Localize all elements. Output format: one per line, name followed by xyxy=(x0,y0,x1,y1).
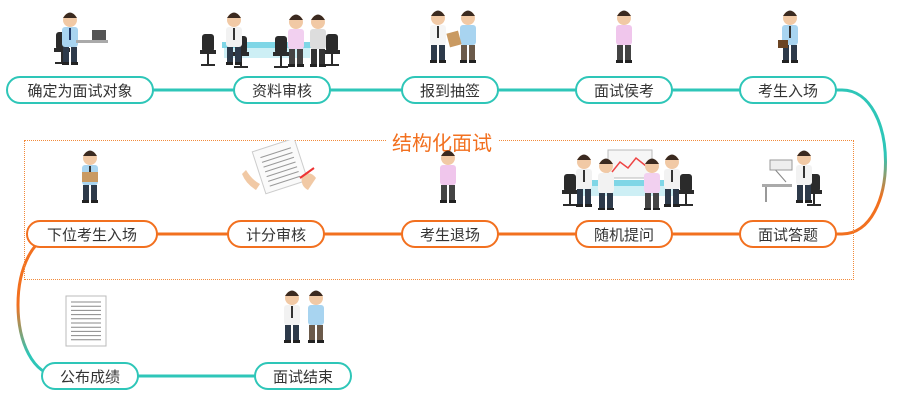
step-label: 资料审核 xyxy=(233,76,331,104)
step-label: 考生入场 xyxy=(739,76,837,104)
handshake-icon xyxy=(276,290,332,360)
step-label: 下位考生入场 xyxy=(26,220,158,248)
step-label: 面试侯考 xyxy=(575,76,673,104)
standing-person-icon xyxy=(608,10,642,72)
step-label: 面试结束 xyxy=(254,362,352,390)
document-icon xyxy=(62,294,110,354)
walking-person-icon xyxy=(772,10,816,72)
section-title: 结构化面试 xyxy=(386,127,498,156)
person-with-box-icon xyxy=(74,150,108,212)
step-label: 面试答题 xyxy=(739,220,837,248)
flow-curve-right xyxy=(841,88,887,236)
candidate-answering-icon xyxy=(756,148,832,214)
step-label: 考生退场 xyxy=(401,220,499,248)
step-label: 报到抽签 xyxy=(401,76,499,104)
meeting-table-icon xyxy=(196,12,362,74)
step-label: 随机提问 xyxy=(575,220,673,248)
handover-icon xyxy=(418,10,488,72)
candidate-at-desk-icon xyxy=(44,10,116,72)
score-sheet-icon xyxy=(240,137,320,202)
panel-meeting-icon xyxy=(560,148,698,214)
step-label: 公布成绩 xyxy=(41,362,139,390)
step-label: 确定为面试对象 xyxy=(6,76,154,104)
standing-person-icon xyxy=(432,150,466,212)
step-label: 计分审核 xyxy=(227,220,325,248)
